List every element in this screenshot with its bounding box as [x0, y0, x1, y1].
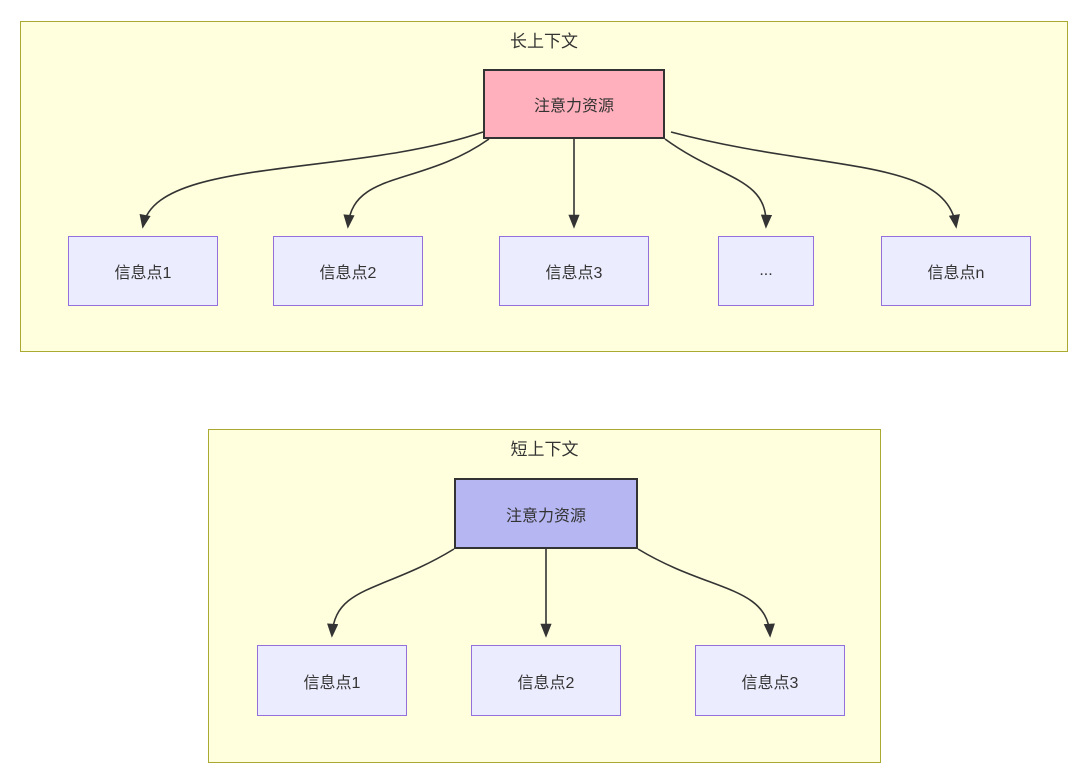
edge-attention-to-info1-short	[327, 548, 455, 638]
panel-short-context: 短上下文 注意力资源 信息点1 信息点2 信息点3	[208, 429, 881, 763]
node-info-point-n: 信息点n	[881, 236, 1031, 306]
node-attention-resource-long: 注意力资源	[483, 69, 665, 139]
panel-long-context-title: 长上下文	[510, 32, 578, 51]
node-info-point-3-short: 信息点3	[695, 645, 845, 716]
edge-attention-to-info3-short	[637, 548, 775, 638]
node-attention-resource-short: 注意力资源	[454, 478, 638, 549]
panel-long-context: 长上下文 注意力资源 信息点1 信息点2 信息点3 ... 信息点n	[20, 21, 1068, 352]
node-info-point-2-short: 信息点2	[471, 645, 621, 716]
node-info-point-ellipsis: ...	[718, 236, 814, 306]
edge-attention-to-info2	[343, 138, 490, 229]
node-info-point-1: 信息点1	[68, 236, 218, 306]
node-info-point-3: 信息点3	[499, 236, 649, 306]
edge-attention-to-infon	[670, 131, 960, 229]
panel-short-context-title: 短上下文	[510, 440, 579, 459]
edge-attention-to-info1	[139, 131, 484, 229]
edge-attention-to-ellipsis	[664, 138, 773, 229]
node-info-point-2: 信息点2	[273, 236, 423, 306]
node-info-point-1-short: 信息点1	[257, 645, 407, 716]
